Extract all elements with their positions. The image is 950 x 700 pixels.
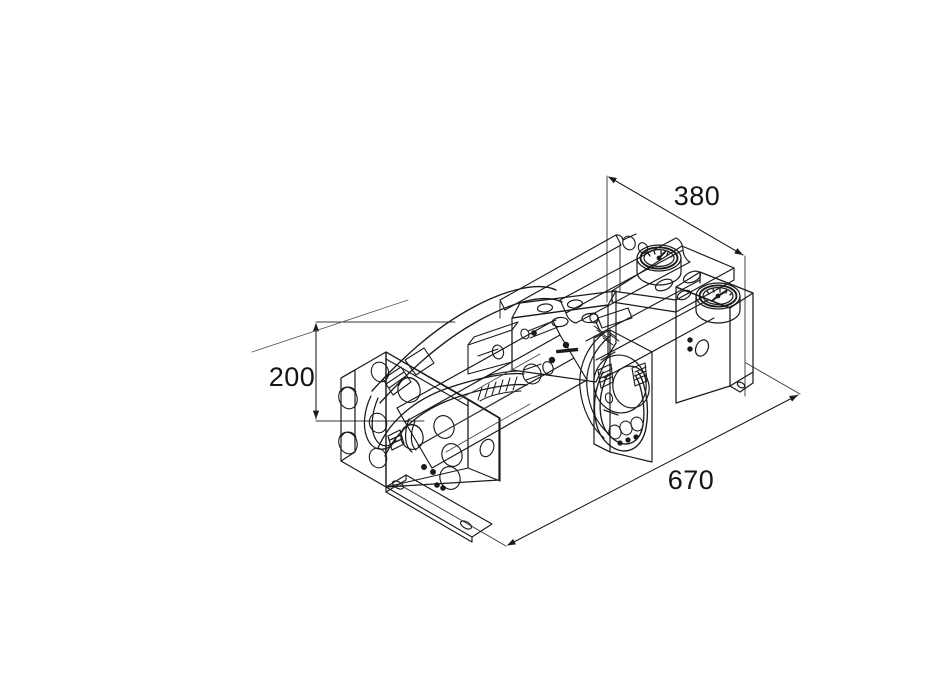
hose-drop-left-2 [405, 418, 417, 453]
hydraulic-hose-upper [371, 285, 563, 404]
hose-fittings-lower [597, 362, 648, 389]
pressure-gauge-lower [695, 282, 741, 324]
hose-loop-motor [593, 371, 649, 452]
control-cable [579, 331, 612, 439]
hose-spiral-guard [477, 370, 522, 402]
control-lever [589, 307, 633, 346]
dimension-label-670: 670 [668, 465, 715, 495]
dimension-label-380: 380 [674, 181, 721, 211]
right-block-top-plate [611, 245, 735, 313]
rear-frame-panel [499, 244, 621, 319]
projection-reference-lines [251, 299, 801, 547]
valve-stack-left [467, 321, 519, 375]
barrel-detail-lines [435, 353, 541, 453]
pressure-gauge-upper [636, 244, 682, 286]
left-block-side-face [467, 398, 501, 482]
motor-bracket [593, 329, 653, 463]
hose-drop-left [363, 395, 405, 451]
dimension-line-670 [507, 394, 799, 546]
hydraulic-hose-lower [377, 372, 528, 457]
dimension-lines [312, 176, 799, 546]
rail-end-fitting [622, 233, 649, 254]
dimension-label-200: 200 [269, 362, 316, 392]
base-mounting-plate [385, 474, 493, 543]
front-manifold-face [385, 351, 469, 491]
hose-end-fitting [522, 361, 554, 385]
piston-rod-detail [520, 319, 559, 340]
rear-cylinder-tubes [559, 237, 715, 379]
dimension-line-380 [608, 176, 744, 256]
hose-ferrule-upper-left [382, 347, 435, 396]
valve-cluster-lower [604, 392, 644, 446]
